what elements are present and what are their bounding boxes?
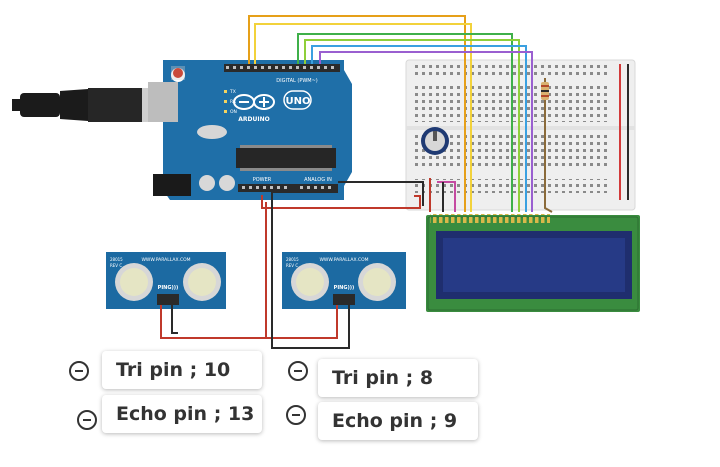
collapse-icon-tri-10[interactable] — [69, 361, 89, 381]
callout-text: Echo pin ; 9 — [332, 410, 458, 432]
sensor-1-name-label: PING))) — [158, 285, 179, 291]
callout-tri-pin-8: Tri pin ; 8 — [318, 359, 478, 397]
rx-led-label: RX — [230, 99, 236, 105]
tx-led-label: TX — [229, 89, 236, 95]
arduino-uno-board[interactable]: UNO ARDUINO DIGITAL (PWM~) POWER ANALOG … — [148, 60, 352, 200]
callout-text: Tri pin ; 8 — [332, 367, 434, 389]
ultrasonic-sensor-2[interactable]: WWW.PARALLAX.COM PING))) 28015 REV C — [282, 252, 406, 309]
on-led-label: ON — [230, 109, 237, 115]
sensor-2-rev-label: REV C — [286, 263, 298, 268]
callout-text: Echo pin ; 13 — [116, 403, 255, 425]
collapse-icon-echo-9[interactable] — [286, 405, 306, 425]
power-header-label: POWER — [253, 177, 272, 183]
potentiometer[interactable] — [421, 127, 449, 155]
power-wires — [261, 181, 424, 209]
collapse-icon-echo-13[interactable] — [77, 410, 97, 430]
board-brand-label: ARDUINO — [238, 116, 269, 123]
callout-text: Tri pin ; 10 — [116, 359, 231, 381]
analog-header-label: ANALOG IN — [304, 177, 332, 183]
usb-cable — [12, 88, 166, 122]
ultrasonic-sensor-1[interactable]: WWW.PARALLAX.COM PING))) 28015 REV C — [106, 252, 226, 309]
lcd-display[interactable] — [426, 214, 640, 312]
sensor-2-site-label: WWW.PARALLAX.COM — [319, 257, 368, 263]
sensor-2-port-label: 28015 — [286, 257, 299, 262]
lcd-wires — [429, 94, 553, 213]
sensor-wires — [160, 191, 350, 349]
digital-header-label: DIGITAL (PWM~) — [276, 78, 318, 84]
board-model-label: UNO — [286, 96, 311, 107]
callout-echo-pin-13: Echo pin ; 13 — [102, 395, 262, 433]
digital-wires — [248, 15, 533, 176]
resistor[interactable] — [541, 78, 549, 108]
sensor-1-rev-label: REV C — [110, 263, 122, 268]
sensor-2-name-label: PING))) — [334, 285, 355, 291]
callout-echo-pin-9: Echo pin ; 9 — [318, 402, 478, 440]
sensor-1-site-label: WWW.PARALLAX.COM — [141, 257, 190, 263]
collapse-icon-tri-8[interactable] — [288, 361, 308, 381]
sensor-1-port-label: 28015 — [110, 257, 123, 262]
callout-tri-pin-10: Tri pin ; 10 — [102, 351, 262, 389]
